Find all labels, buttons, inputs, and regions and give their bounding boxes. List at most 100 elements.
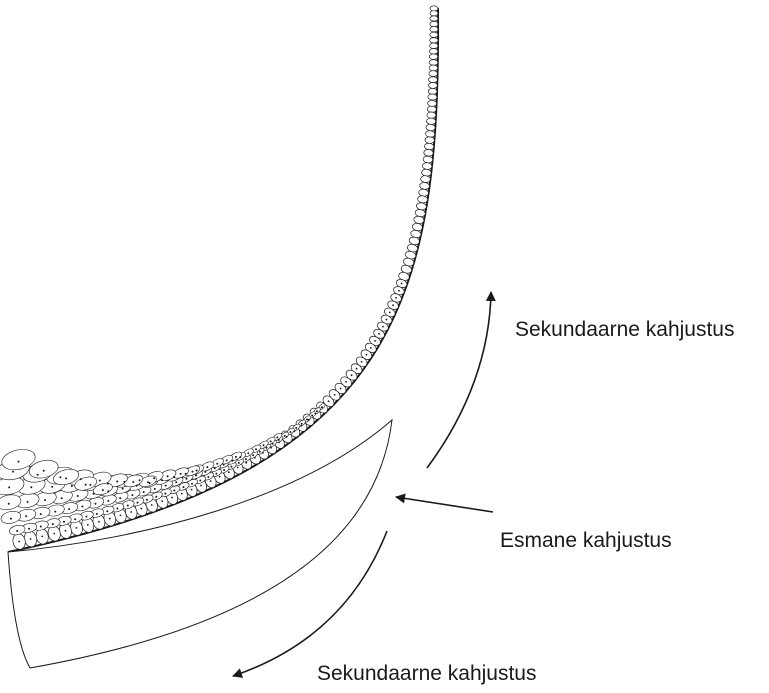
- cell-nucleus: [65, 530, 67, 532]
- cell-nucleus: [207, 476, 209, 478]
- cell-nucleus: [200, 485, 202, 487]
- tissue-cell: [427, 100, 436, 106]
- cell-nucleus: [401, 283, 403, 285]
- cell-nucleus: [262, 452, 264, 454]
- cell-nucleus: [54, 511, 56, 513]
- cell-nucleus: [316, 410, 318, 412]
- cell-nucleus: [161, 500, 163, 502]
- cell-nucleus: [132, 481, 134, 483]
- cell-nucleus: [80, 478, 82, 480]
- cell-nucleus: [374, 340, 376, 342]
- label-secondary-damage-upper: Sekundaarne kahjustus: [515, 318, 735, 342]
- cell-nucleus: [107, 483, 109, 485]
- cell-nucleus: [154, 488, 156, 490]
- cell-nucleus: [99, 480, 101, 482]
- cell-nucleus: [53, 533, 55, 535]
- cell-nucleus: [239, 456, 241, 458]
- cell-nucleus: [155, 496, 157, 498]
- tissue-cell: [430, 32, 438, 37]
- cell-nucleus: [130, 511, 132, 513]
- deep-tissue-outline: [8, 420, 392, 668]
- tissue-cell: [424, 149, 434, 156]
- cell-nucleus: [192, 471, 194, 473]
- cell-nucleus: [215, 473, 217, 475]
- cell-nucleus: [272, 443, 274, 445]
- cell-nucleus: [284, 435, 286, 437]
- cell-nucleus: [52, 523, 54, 525]
- cell-nucleus: [231, 460, 233, 462]
- cell-nucleus: [328, 400, 330, 402]
- cell-nucleus: [164, 493, 166, 495]
- cell-nucleus: [167, 475, 169, 477]
- cell-nucleus: [191, 489, 193, 491]
- cell-nucleus: [210, 480, 212, 482]
- cell-nucleus: [278, 439, 280, 441]
- cell-nucleus: [44, 499, 46, 501]
- tissue-cell: [426, 124, 436, 131]
- cell-nucleus: [153, 477, 155, 479]
- cell-nucleus: [395, 297, 397, 299]
- cell-nucleus: [149, 482, 151, 484]
- cell-nucleus: [386, 319, 388, 321]
- cell-nucleus: [199, 480, 201, 482]
- cell-nucleus: [173, 476, 175, 478]
- cell-nucleus: [85, 484, 87, 486]
- cell-nucleus: [119, 497, 121, 499]
- cell-nucleus: [175, 481, 177, 483]
- cell-nucleus: [306, 419, 308, 421]
- cell-nucleus: [102, 489, 104, 491]
- tissue-cell: [426, 118, 436, 125]
- cell-nucleus: [181, 493, 183, 495]
- tissue-cell: [428, 94, 437, 100]
- tissue-layer: [0, 6, 438, 668]
- cell-nucleus: [255, 448, 257, 450]
- cell-nucleus: [30, 538, 32, 540]
- cell-nucleus: [276, 436, 278, 438]
- cell-nucleus: [18, 461, 20, 463]
- cell-nucleus: [247, 452, 249, 454]
- cell-nucleus: [263, 444, 265, 446]
- cell-nucleus: [183, 486, 185, 488]
- cell-nucleus: [18, 541, 20, 543]
- cell-nucleus: [116, 508, 118, 510]
- cell-nucleus: [315, 413, 317, 415]
- cell-nucleus: [165, 485, 167, 487]
- cell-nucleus: [8, 503, 10, 505]
- label-secondary-damage-lower: Sekundaarne kahjustus: [317, 662, 537, 686]
- cell-nucleus: [186, 478, 188, 480]
- cell-nucleus: [351, 374, 353, 376]
- cell-nucleus: [216, 463, 218, 465]
- tissue-cell: [420, 175, 431, 183]
- cell-nucleus: [185, 473, 187, 475]
- cell-nucleus: [137, 502, 139, 504]
- cell-nucleus: [214, 467, 216, 469]
- cell-nucleus: [293, 430, 295, 432]
- cell-nucleus: [12, 471, 14, 473]
- cell-nucleus: [191, 483, 193, 485]
- cell-nucleus: [96, 513, 98, 515]
- cell-nucleus: [147, 481, 149, 483]
- cell-nucleus: [40, 526, 42, 528]
- cell-nucleus: [61, 497, 63, 499]
- cell-nucleus: [59, 476, 61, 478]
- tissue-cell: [423, 156, 433, 164]
- cell-nucleus: [146, 499, 148, 501]
- cell-nucleus: [27, 501, 29, 503]
- cell-nucleus: [238, 462, 240, 464]
- cell-nucleus: [65, 477, 67, 479]
- tissue-cell: [422, 162, 432, 170]
- tissue-cell: [419, 182, 430, 190]
- cell-nucleus: [286, 436, 288, 438]
- cell-nucleus: [230, 466, 232, 468]
- tissue-cell: [417, 195, 428, 203]
- tissue-cell: [0, 493, 22, 512]
- cell-nucleus: [345, 381, 347, 383]
- cell-nucleus: [136, 485, 138, 487]
- tissue-cell: [429, 71, 438, 77]
- tissue-cell: [430, 43, 438, 49]
- cell-nucleus: [270, 440, 272, 442]
- cell-nucleus: [334, 394, 336, 396]
- cell-nucleus: [278, 442, 280, 444]
- tissue-cell: [430, 16, 438, 21]
- cell-nucleus: [228, 471, 230, 473]
